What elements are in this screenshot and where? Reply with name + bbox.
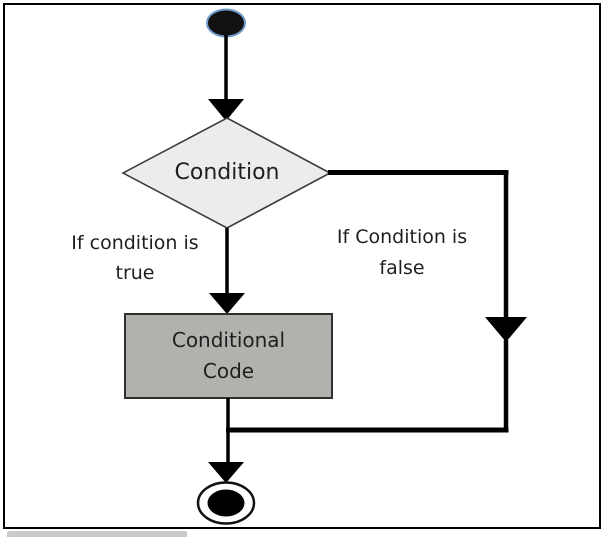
start-node xyxy=(206,8,246,38)
true-branch-label-line1: If condition is xyxy=(71,232,199,254)
arrowhead-into-decision xyxy=(208,99,244,121)
arrowhead-into-process xyxy=(209,293,245,314)
arrowhead-into-end xyxy=(208,462,244,483)
process-rectangle xyxy=(124,313,333,399)
false-branch-label: If Condition is false xyxy=(309,222,495,284)
false-branch-label-line2: false xyxy=(379,257,425,279)
true-branch-label-line2: true xyxy=(115,262,155,284)
process-label: Conditional Code xyxy=(125,314,332,398)
decision-label: Condition xyxy=(174,160,280,185)
diagram-frame xyxy=(3,3,601,529)
false-branch-label-line1: If Condition is xyxy=(336,226,468,248)
horizontal-scrollbar-thumb[interactable] xyxy=(7,531,187,537)
process-label-line2: Code xyxy=(202,359,255,383)
true-branch-label: If condition is true xyxy=(45,228,225,288)
process-label-line1: Conditional xyxy=(171,328,286,352)
end-node-inner-dot xyxy=(207,489,245,517)
arrowhead-false-branch xyxy=(485,317,527,342)
